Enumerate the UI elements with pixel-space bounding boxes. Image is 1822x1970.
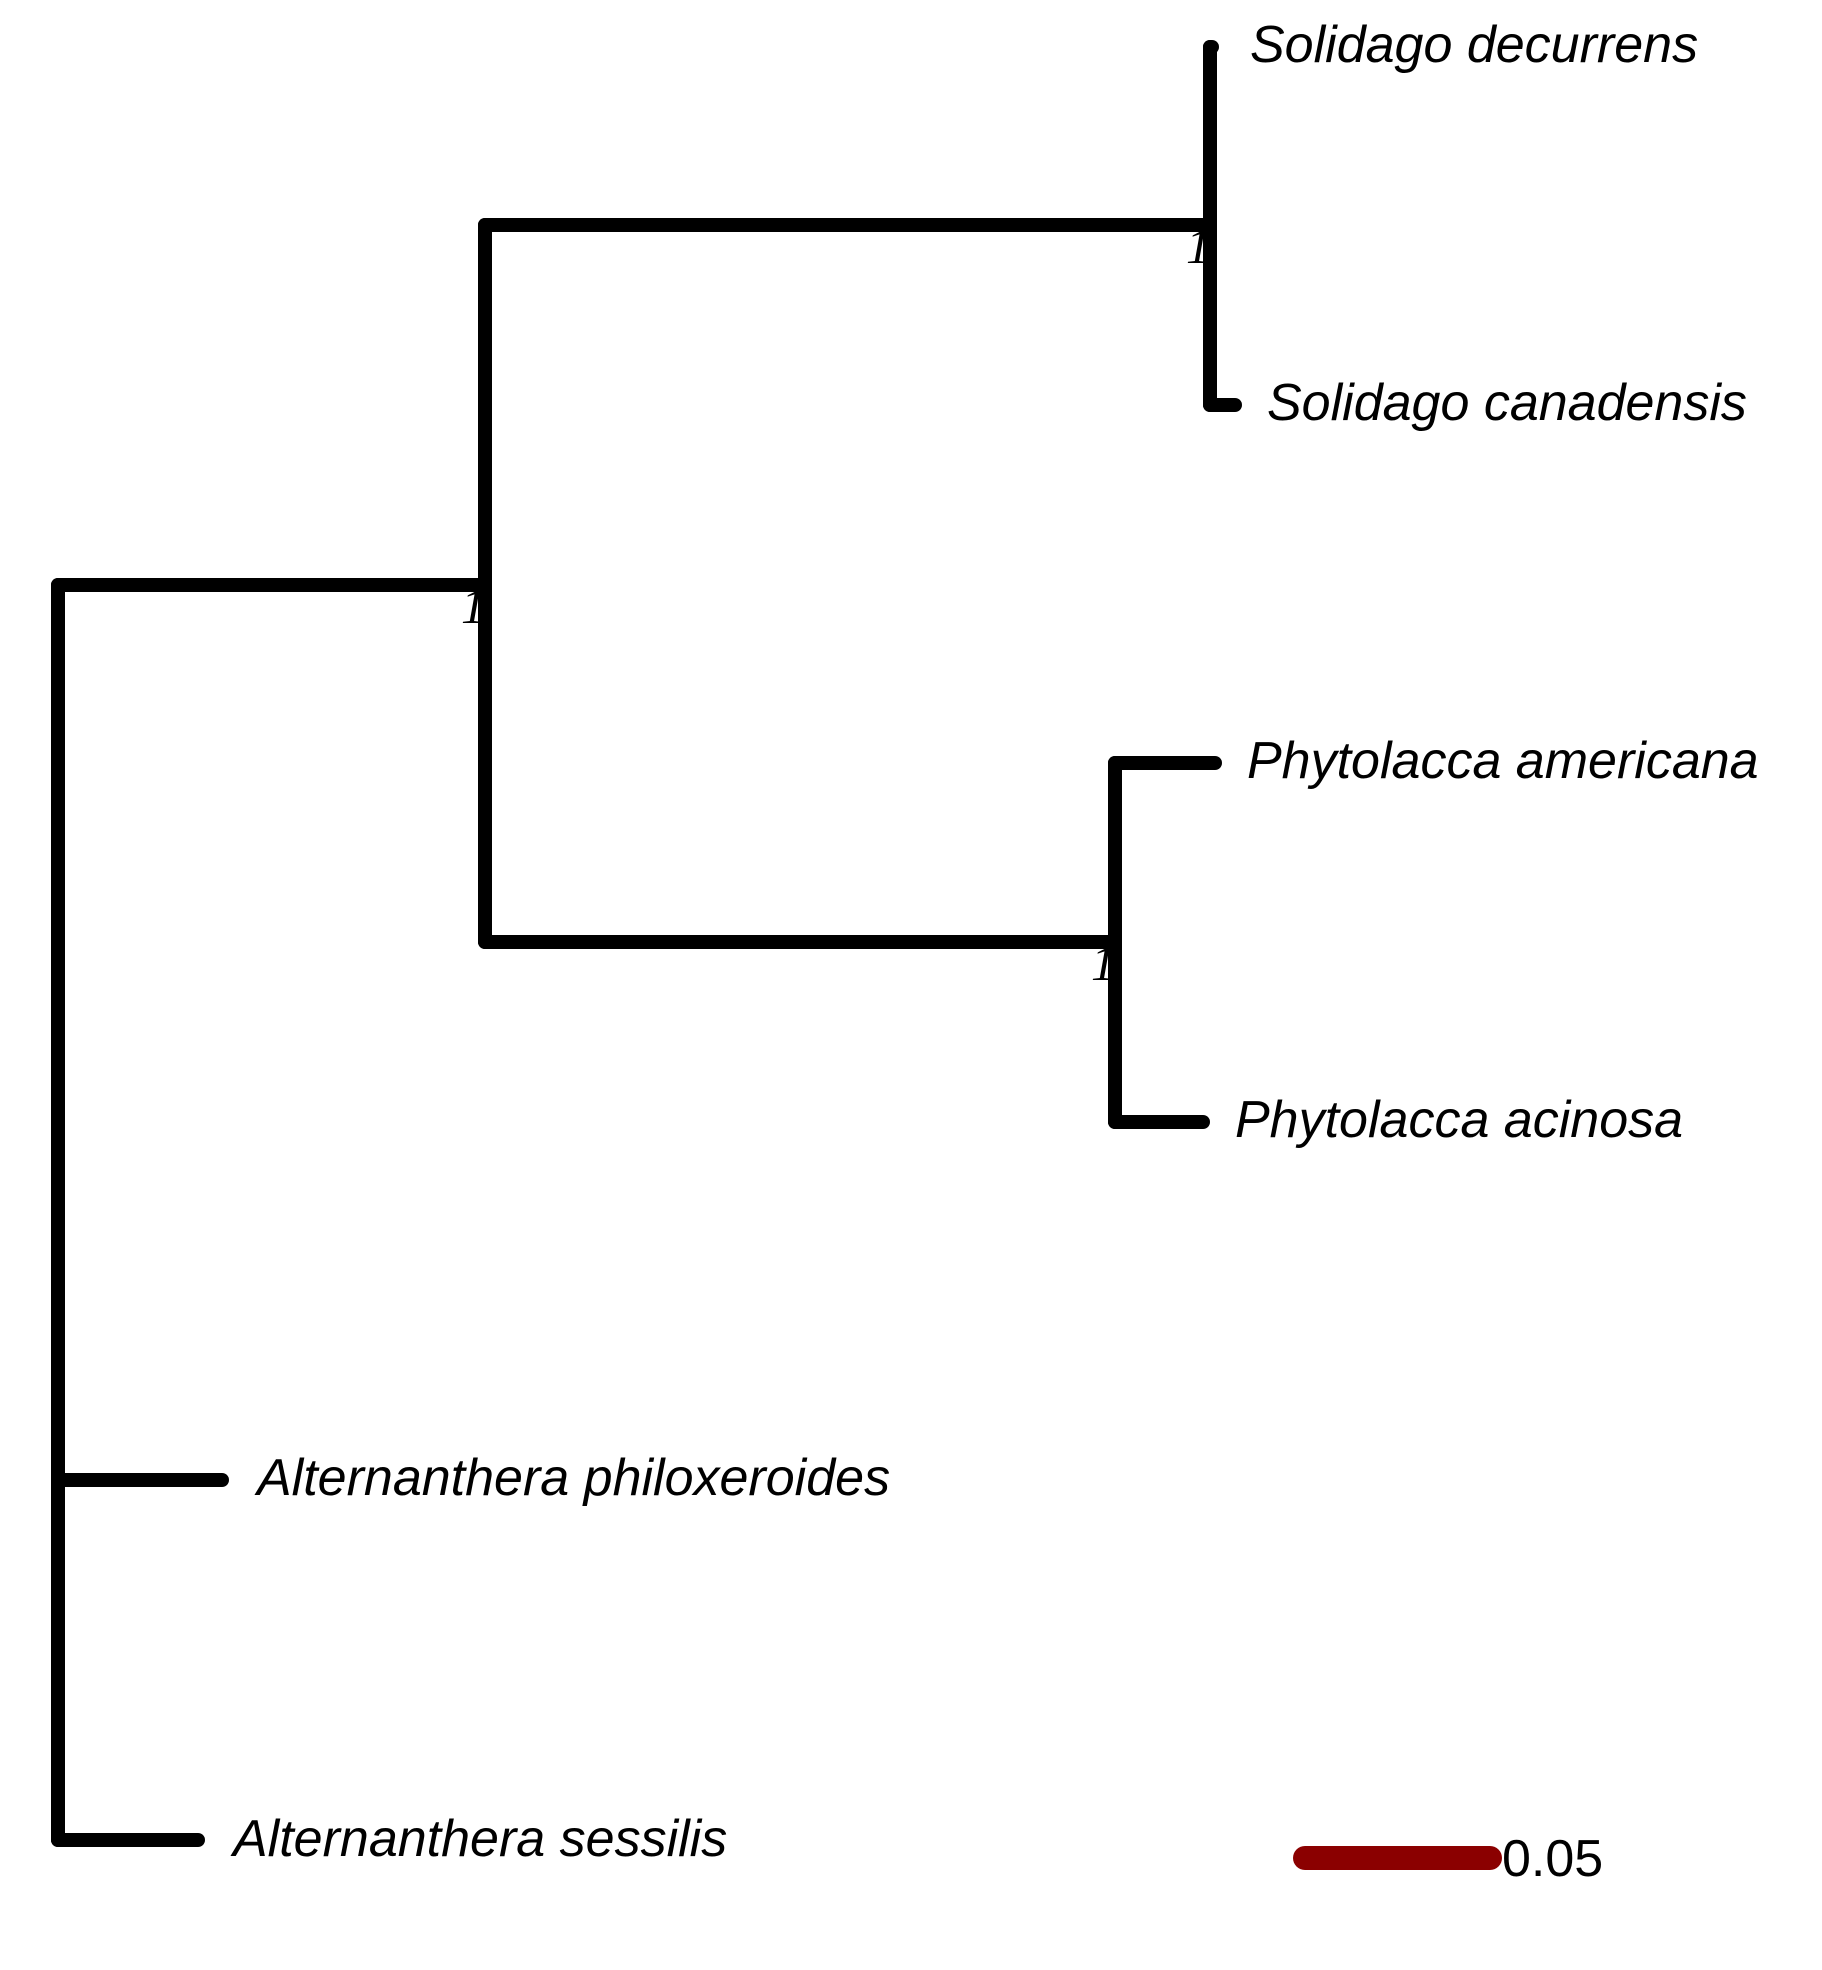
taxon-label-solidago-canadensis: Solidago canadensis bbox=[1267, 374, 1747, 432]
taxon-label-phytolacca-americana: Phytolacca americana bbox=[1247, 732, 1759, 790]
taxon-label-phytolacca-acinosa: Phytolacca acinosa bbox=[1235, 1091, 1683, 1149]
support-value-phytolacca-clade: 1 bbox=[1091, 935, 1116, 991]
taxon-label-alternanthera-philoxeroides: Alternanthera philoxeroides bbox=[254, 1449, 890, 1507]
taxon-label-alternanthera-sessilis: Alternanthera sessilis bbox=[230, 1810, 727, 1868]
support-value-ingroup-clade: 1 bbox=[461, 578, 486, 634]
support-value-solidago-clade: 1 bbox=[1186, 218, 1211, 274]
taxon-label-solidago-decurrens: Solidago decurrens bbox=[1250, 16, 1698, 74]
scale-bar-label: 0.05 bbox=[1502, 1830, 1603, 1888]
